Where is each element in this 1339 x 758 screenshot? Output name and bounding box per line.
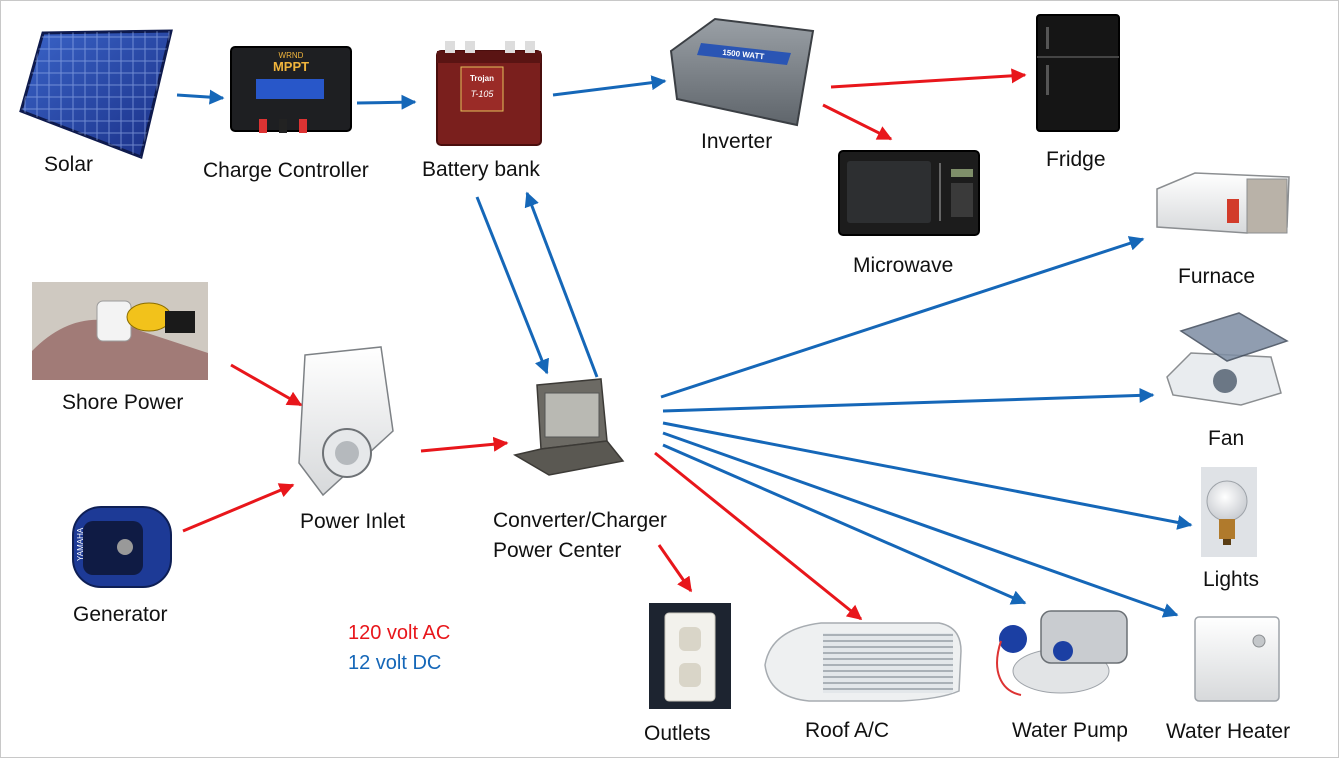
charge-controller-image: WRND MPPT <box>230 46 352 133</box>
converter-charger-image <box>512 378 625 476</box>
water-heater-image <box>1194 616 1280 702</box>
charge-controller-model: MPPT <box>273 59 309 74</box>
inverter-image: 1500 WATT <box>669 17 815 127</box>
charge-controller-brand: WRND <box>279 51 304 60</box>
arrow-battery-to-inverter <box>552 75 667 97</box>
label-lights: Lights <box>1203 568 1260 591</box>
arrow-converter-to-furnace <box>660 236 1145 399</box>
label-microwave: Microwave <box>853 254 954 277</box>
label-power-inlet: Power Inlet <box>300 510 406 533</box>
solar-panel-image <box>19 29 173 160</box>
label-water-heater: Water Heater <box>1166 720 1291 743</box>
arrow-inverter-to-microwave <box>822 103 893 141</box>
arrow-inverter-to-fridge <box>830 68 1027 89</box>
label-converter-line1: Converter/Charger <box>493 509 667 532</box>
label-water-pump: Water Pump <box>1012 719 1128 742</box>
fridge-image <box>1036 14 1120 132</box>
arrow-solar-to-charge-controller <box>176 89 225 105</box>
shore-power-image <box>32 282 208 380</box>
arrow-generator-to-inlet <box>182 483 295 533</box>
label-fridge: Fridge <box>1046 148 1106 171</box>
fan-image <box>1166 312 1289 406</box>
label-outlets: Outlets <box>644 722 711 745</box>
outlets-image <box>649 603 731 709</box>
arrow-charge-controller-to-battery <box>356 94 417 110</box>
arrow-battery-to-converter <box>475 196 549 375</box>
label-generator: Generator <box>73 603 168 626</box>
label-furnace: Furnace <box>1178 265 1256 288</box>
arrow-converter-to-roof-ac <box>654 451 863 621</box>
battery-image: Trojan T-105 <box>436 41 542 146</box>
furnace-image <box>1156 172 1290 234</box>
battery-brand: Trojan <box>470 74 494 83</box>
arrow-converter-to-fan <box>662 387 1155 413</box>
arrow-converter-to-lights <box>662 421 1193 530</box>
label-roof-ac: Roof A/C <box>805 719 890 742</box>
light-bulb-image <box>1201 467 1257 557</box>
arrow-converter-to-outlets <box>657 544 693 593</box>
arrow-converter-to-battery <box>524 191 599 378</box>
inverter-rating: 1500 WATT <box>722 48 765 61</box>
power-inlet-image <box>298 346 394 497</box>
arrow-shore-power-to-inlet <box>230 363 303 407</box>
generator-brand: YAMAHA <box>76 527 85 561</box>
arrow-converter-to-water-heater <box>662 431 1179 618</box>
label-converter-line2: Power Center <box>493 539 622 562</box>
water-pump-image <box>996 610 1128 696</box>
connections <box>176 68 1193 621</box>
microwave-image <box>838 150 980 236</box>
label-fan: Fan <box>1208 427 1245 450</box>
legend-ac: 120 volt AC <box>348 622 451 644</box>
label-shore-power: Shore Power <box>62 391 184 414</box>
label-battery-bank: Battery bank <box>422 158 540 181</box>
arrow-inlet-to-converter <box>420 436 509 453</box>
label-charge-controller: Charge Controller <box>203 159 369 182</box>
generator-image: YAMAHA <box>72 506 172 588</box>
legend-dc: 12 volt DC <box>348 652 442 674</box>
roof-ac-image <box>764 622 962 702</box>
arrow-converter-to-water-pump <box>662 443 1027 605</box>
label-solar: Solar <box>44 153 94 176</box>
battery-model: T-105 <box>471 89 495 99</box>
label-inverter: Inverter <box>701 130 773 153</box>
